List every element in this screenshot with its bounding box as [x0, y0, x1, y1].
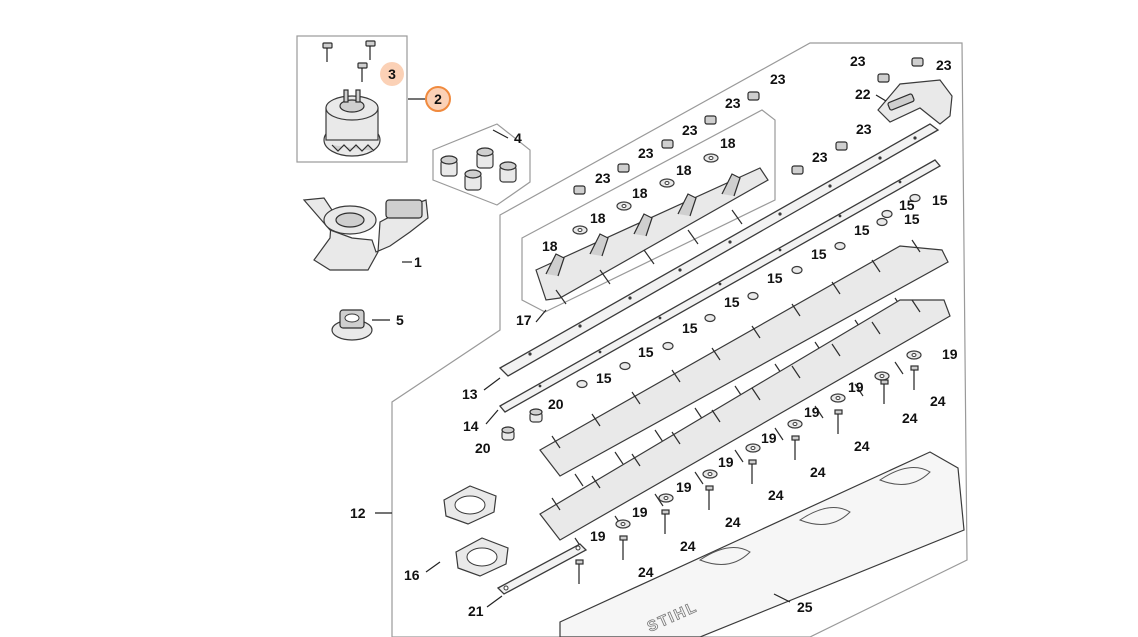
callout-15[interactable]: 15	[724, 294, 740, 310]
nut-icon	[331, 309, 373, 341]
blade-guard-handle-icon	[877, 79, 953, 125]
spacer-sleeve-icon	[440, 147, 517, 191]
clamp-washer-icon	[572, 153, 719, 235]
washer-icon	[615, 350, 922, 529]
connector-plate-icon	[496, 543, 588, 595]
callout-19[interactable]: 19	[676, 479, 692, 495]
callout-22[interactable]: 22	[855, 86, 871, 102]
blade-assembly-frame	[391, 42, 968, 637]
callout-19[interactable]: 19	[718, 454, 734, 470]
gear-housing-icon	[302, 197, 429, 271]
lower-cutter-blade-icon	[539, 299, 951, 551]
callout-25[interactable]: 25	[797, 599, 813, 615]
blade-holder-frame	[521, 109, 776, 313]
callout-23[interactable]: 23	[770, 71, 786, 87]
callout-19[interactable]: 19	[942, 346, 958, 362]
leader-lines	[372, 94, 887, 608]
callout-18[interactable]: 18	[720, 135, 736, 151]
callout-23[interactable]: 23	[856, 121, 872, 137]
spacer-strip-icon	[499, 159, 941, 413]
callout-16[interactable]: 16	[404, 567, 420, 583]
callout-15[interactable]: 15	[682, 320, 698, 336]
callout-18[interactable]: 18	[542, 238, 558, 254]
gearbox-icon	[323, 89, 381, 157]
callout-15[interactable]: 15	[767, 270, 783, 286]
callout-15[interactable]: 15	[899, 197, 915, 213]
callout-5[interactable]: 5	[396, 312, 404, 328]
blade-cover-icon: STIHL	[559, 451, 965, 637]
callout-2[interactable]: 2	[434, 91, 442, 107]
callout-18[interactable]: 18	[676, 162, 692, 178]
callout-19[interactable]: 19	[632, 504, 648, 520]
callout-23[interactable]: 23	[936, 57, 952, 73]
callout-19[interactable]: 19	[761, 430, 777, 446]
callout-15[interactable]: 15	[638, 344, 654, 360]
callout-13[interactable]: 13	[462, 386, 478, 402]
callout-15[interactable]: 15	[932, 192, 948, 208]
callout-23[interactable]: 23	[638, 145, 654, 161]
gearbox-kit-frame	[296, 35, 408, 163]
callout-23[interactable]: 23	[850, 53, 866, 69]
blade-eyelet-icon	[443, 485, 509, 577]
callout-20[interactable]: 20	[548, 396, 564, 412]
callout-15[interactable]: 15	[854, 222, 870, 238]
callout-23[interactable]: 23	[812, 149, 828, 165]
callout-15[interactable]: 15	[811, 246, 827, 262]
callout-3-highlight[interactable]	[380, 62, 404, 86]
callout-24[interactable]: 24	[930, 393, 946, 409]
callout-24[interactable]: 24	[638, 564, 654, 580]
callout-24[interactable]: 24	[854, 438, 870, 454]
callout-12[interactable]: 12	[350, 505, 366, 521]
spacer-bushing-icon	[576, 193, 921, 389]
blade-holder-icon	[535, 167, 769, 305]
callout-15[interactable]: 15	[596, 370, 612, 386]
callout-24[interactable]: 24	[902, 410, 918, 426]
guide-rail-icon	[498, 123, 940, 377]
callout-23[interactable]: 23	[595, 170, 611, 186]
screw-icon	[322, 40, 376, 82]
bolt-icon	[575, 365, 919, 584]
callout-23[interactable]: 23	[682, 122, 698, 138]
callout-21[interactable]: 21	[468, 603, 484, 619]
callout-14[interactable]: 14	[463, 418, 479, 434]
callout-24[interactable]: 24	[810, 464, 826, 480]
callout-19[interactable]: 19	[590, 528, 606, 544]
hex-nut-icon	[573, 57, 924, 195]
callout-23[interactable]: 23	[725, 95, 741, 111]
callout-3[interactable]: 3	[388, 66, 396, 82]
callout-15[interactable]: 15	[904, 211, 920, 227]
callout-24[interactable]: 24	[768, 487, 784, 503]
callout-18[interactable]: 18	[632, 185, 648, 201]
callout-24[interactable]: 24	[680, 538, 696, 554]
callout-19[interactable]: 19	[804, 404, 820, 420]
callout-1[interactable]: 1	[414, 254, 422, 270]
callout-19[interactable]: 19	[848, 379, 864, 395]
callout-24[interactable]: 24	[725, 514, 741, 530]
callout-18[interactable]: 18	[590, 210, 606, 226]
callout-17[interactable]: 17	[516, 312, 532, 328]
spacer-kit-frame	[432, 123, 531, 206]
callout-2-highlight[interactable]	[425, 86, 451, 112]
callout-4[interactable]: 4	[514, 130, 522, 146]
sleeve-20-icon	[501, 408, 543, 441]
callout-20[interactable]: 20	[475, 440, 491, 456]
